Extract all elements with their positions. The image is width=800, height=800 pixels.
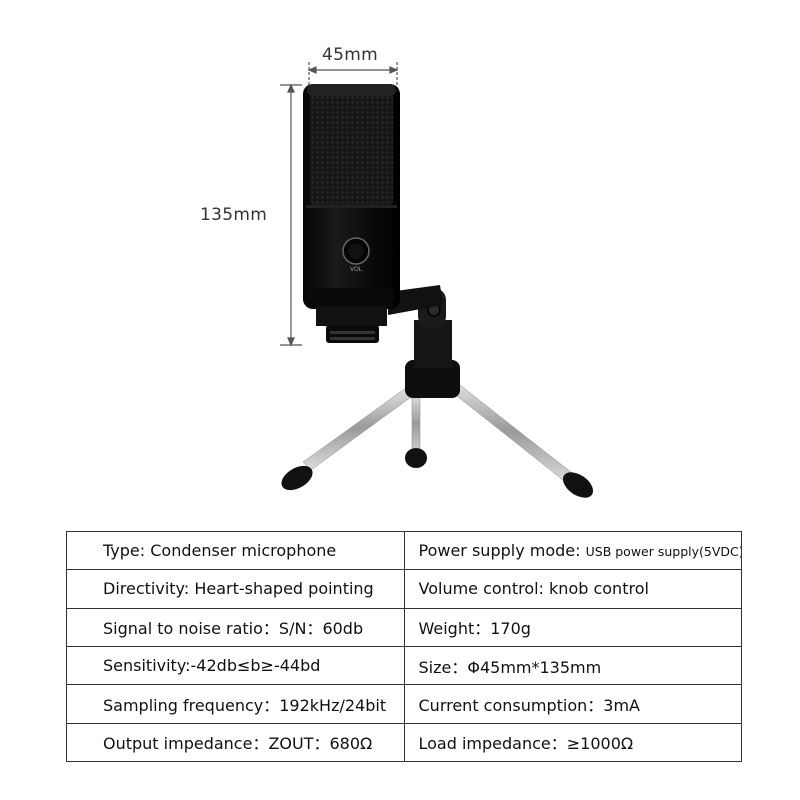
spec-type: Type: Condenser microphone <box>66 530 405 571</box>
spec-size: Size：Φ45mm*135mm <box>403 645 742 686</box>
spec-volume-control: Volume control: knob control <box>403 569 742 609</box>
spec-power-supply: Power supply mode: USB power supply(5VDC… <box>403 530 742 571</box>
width-dimension-line <box>307 62 399 104</box>
spec-row: Sensitivity:-42db≤b≥-44bd Size：Φ45mm*135… <box>66 645 742 686</box>
spec-table: Type: Condenser microphone Power supply … <box>66 530 742 763</box>
spec-row: Directivity: Heart-shaped pointing Volum… <box>66 569 742 609</box>
spec-load-impedance: Load impedance：≥1000Ω <box>403 722 742 763</box>
tripod-hub <box>388 285 460 398</box>
spec-weight: Weight：170g <box>403 607 742 647</box>
spec-directivity: Directivity: Heart-shaped pointing <box>66 569 405 609</box>
height-dimension-line <box>280 83 302 347</box>
spec-row: Signal to noise ratio：S/N：60db Weight：17… <box>66 607 742 647</box>
spec-row: Output impedance：ZOUT：680Ω Load impedanc… <box>66 722 742 763</box>
spec-output-impedance: Output impedance：ZOUT：680Ω <box>66 722 405 763</box>
product-image: VOL 45mm 135mm <box>200 45 594 498</box>
spec-row: Type: Condenser microphone Power supply … <box>66 530 742 571</box>
spec-sampling-frequency: Sampling frequency：192kHz/24bit <box>66 684 405 724</box>
spec-row: Sampling frequency：192kHz/24bit Current … <box>66 684 742 724</box>
width-dimension-label: 45mm <box>322 45 378 65</box>
height-dimension-label: 135mm <box>200 205 268 225</box>
knob-label: VOL <box>350 266 363 273</box>
spec-snr: Signal to noise ratio：S/N：60db <box>66 607 405 647</box>
microphone-body <box>303 84 400 343</box>
volume-knob-icon <box>342 237 370 265</box>
microphone-illustration: VOL <box>280 62 594 498</box>
spec-sensitivity: Sensitivity:-42db≤b≥-44bd <box>66 645 405 686</box>
spec-current-consumption: Current consumption：3mA <box>403 684 742 724</box>
